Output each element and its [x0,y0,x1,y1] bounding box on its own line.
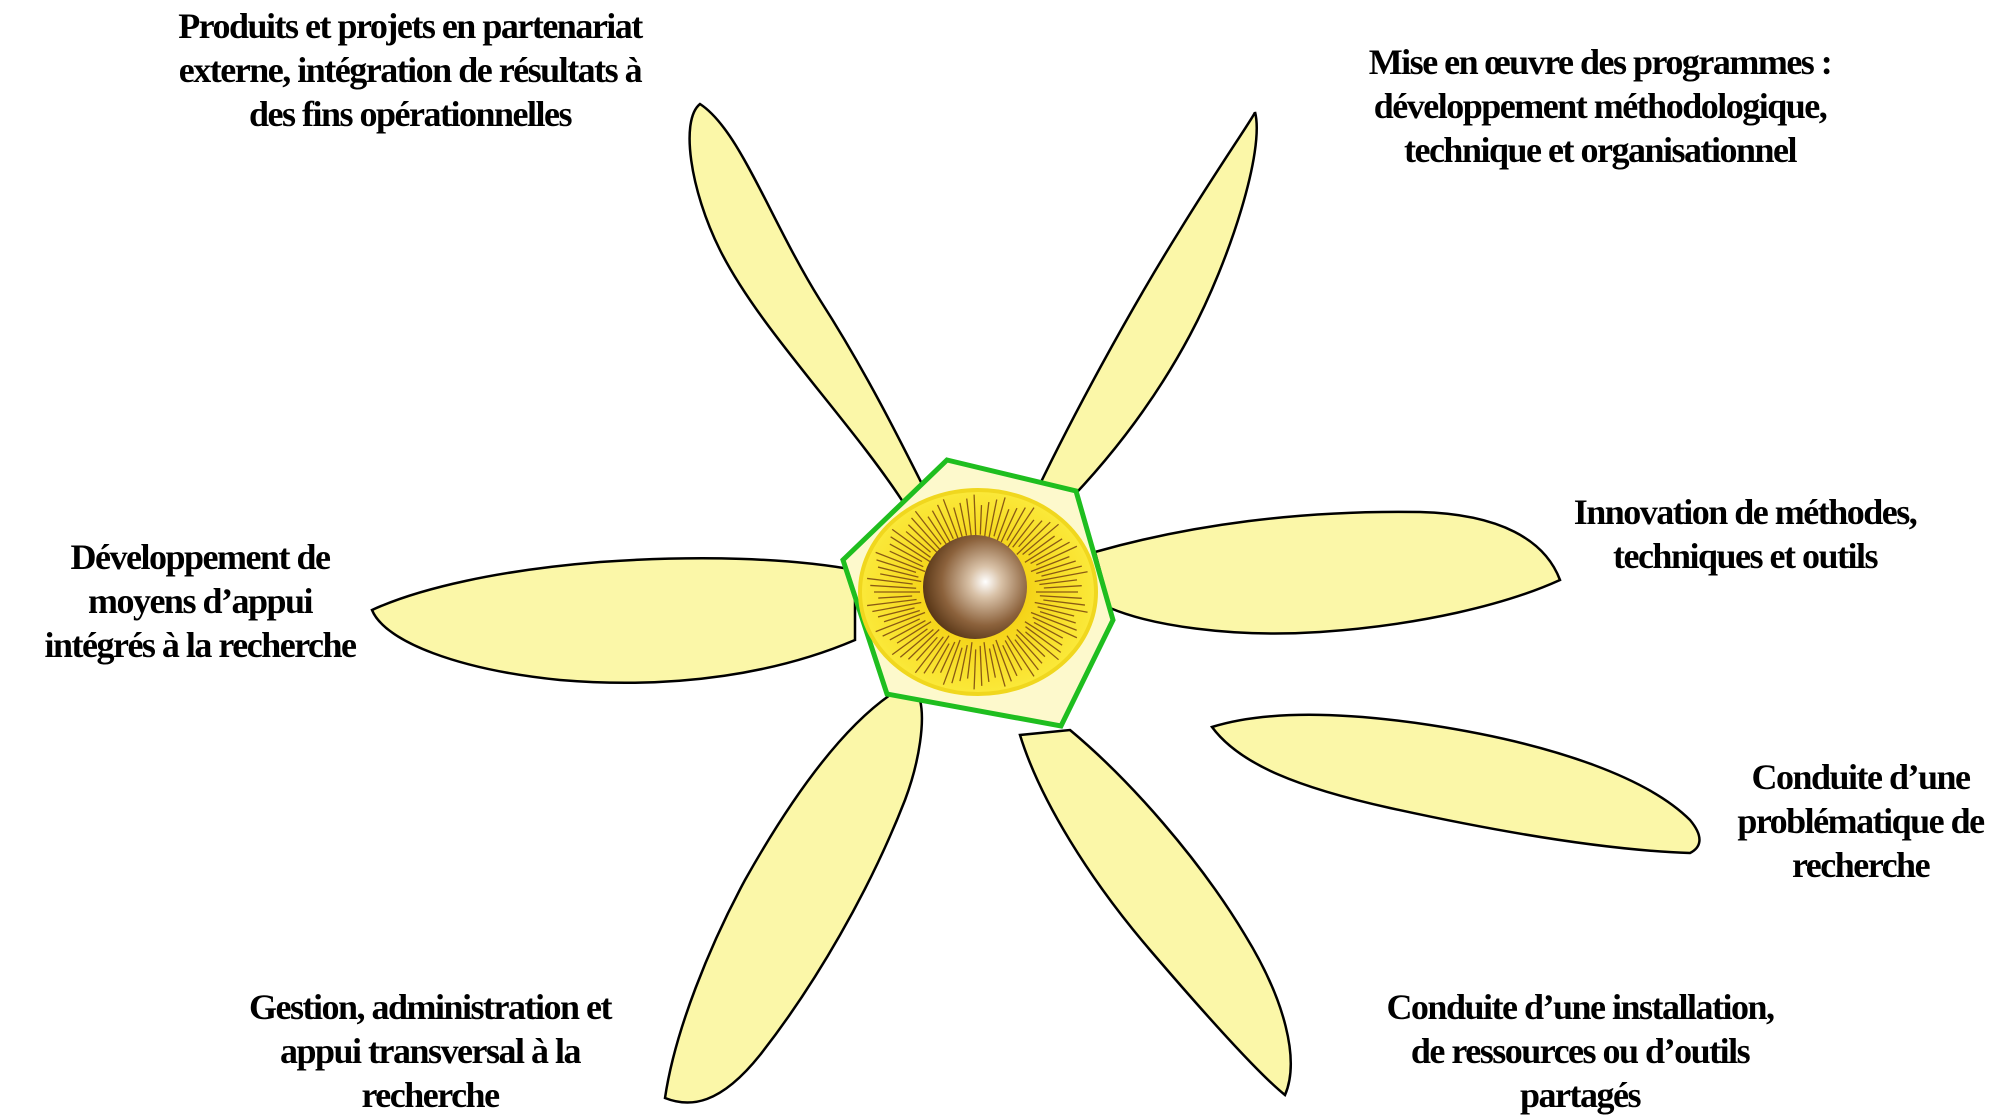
petal-far-right [1212,715,1699,853]
flower-center [923,535,1027,639]
label-left: Développement de moyens d’appui intégrés… [0,535,400,667]
petal-top-left [690,104,930,505]
petal-left [372,558,855,682]
petal-right [1095,512,1560,634]
label-top-right: Mise en œuvre des programmes : développe… [1300,40,1900,172]
label-far-right: Conduite d’une problématique de recherch… [1715,755,2006,887]
label-right: Innovation de méthodes, techniques et ou… [1520,490,1970,578]
label-top-left: Produits et projets en partenariat exter… [110,4,710,136]
petal-bottom-right [1020,730,1291,1095]
petal-top-right [1030,112,1257,515]
label-bottom-right: Conduite d’une installation, de ressourc… [1280,985,1880,1117]
label-bottom-left: Gestion, administration et appui transve… [170,985,690,1117]
petal-bottom-left [665,695,922,1103]
